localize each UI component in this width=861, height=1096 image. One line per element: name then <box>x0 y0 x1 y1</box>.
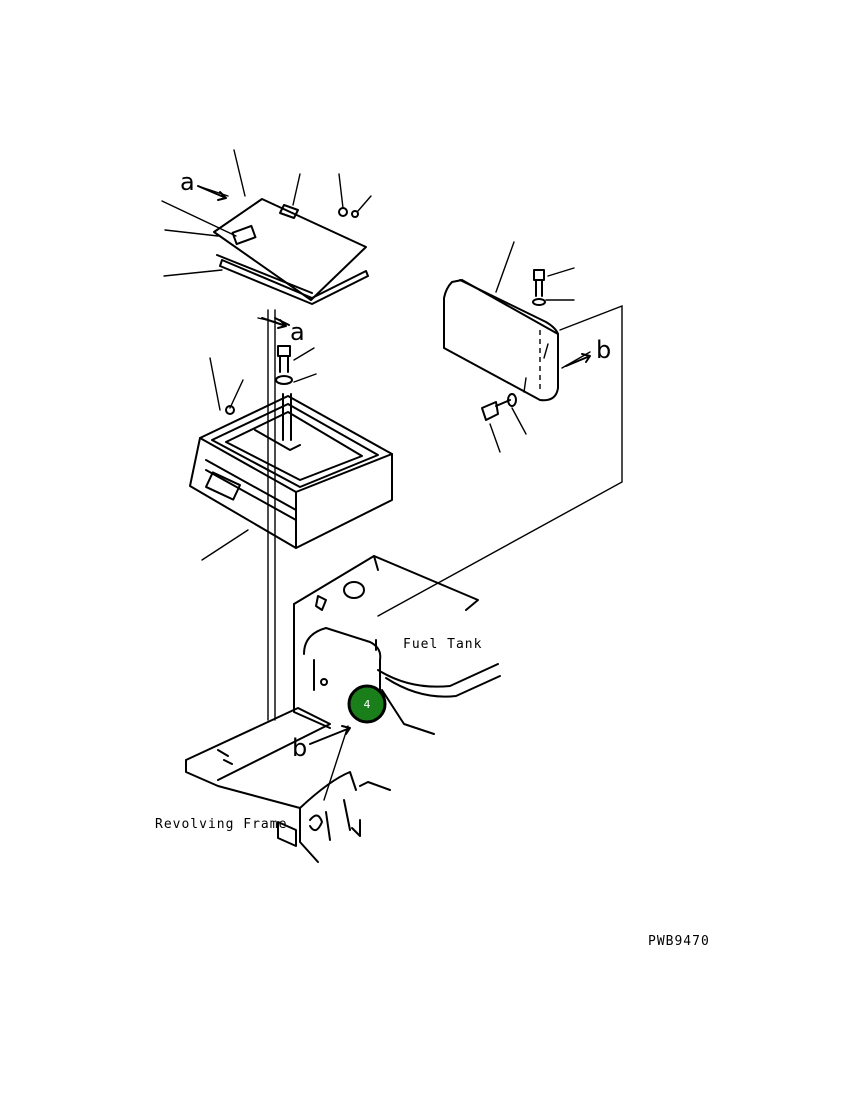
revolving-frame <box>185 707 391 863</box>
assembly-lines <box>257 304 623 721</box>
cover-leaders <box>161 149 372 277</box>
cover-plate <box>213 198 369 305</box>
callout-badge[interactable]: 4 <box>347 684 387 724</box>
tool-box <box>189 393 393 561</box>
fuel-tank-label: Fuel Tank <box>403 637 482 652</box>
revolving-frame-label: Revolving Frame <box>155 817 287 832</box>
ref-label-a-middle: a <box>290 318 305 346</box>
fuel-tank <box>293 555 501 735</box>
side-cover <box>443 241 591 453</box>
callout-number: 4 <box>364 698 371 711</box>
ref-label-a-top: a <box>180 168 195 196</box>
ref-label-b-right: b <box>596 336 611 364</box>
ref-label-b-bottom: b <box>292 734 307 762</box>
reference-arrows <box>197 185 591 745</box>
drawing-code-label: PWB9470 <box>648 934 710 949</box>
